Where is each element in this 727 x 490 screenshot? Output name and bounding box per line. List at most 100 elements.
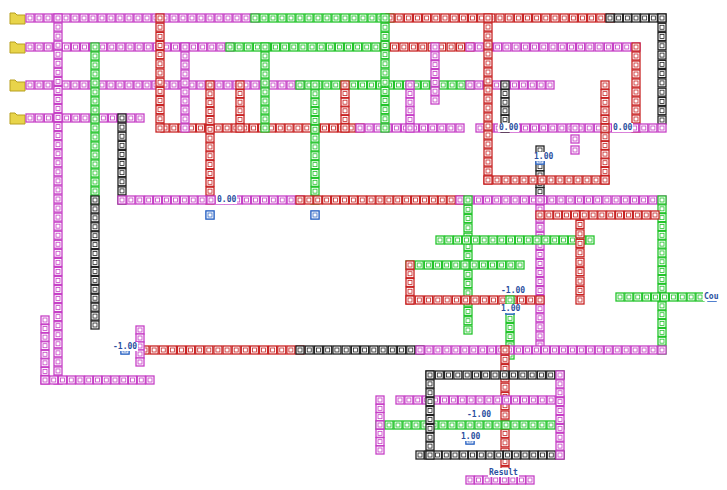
cell-dot xyxy=(538,316,542,320)
cell-dot xyxy=(93,189,97,193)
cell-dot xyxy=(263,63,267,67)
wire-cell xyxy=(332,196,340,204)
cell-dot xyxy=(307,348,311,352)
wire-cell xyxy=(612,196,620,204)
cell-dot xyxy=(408,281,412,285)
cell-dot xyxy=(505,45,509,49)
wire-cell xyxy=(496,14,504,22)
cell-dot xyxy=(456,373,460,377)
cell-dot xyxy=(263,99,267,103)
wire-cell xyxy=(26,14,34,22)
cell-dot xyxy=(93,117,97,121)
cell-dot xyxy=(343,83,347,87)
wire-cell xyxy=(484,122,492,130)
cell-dot xyxy=(471,453,475,457)
cell-dot xyxy=(464,298,468,302)
wire-cell xyxy=(538,176,546,184)
wire-cell xyxy=(601,133,609,141)
cell-dot xyxy=(408,263,412,267)
cell-dot xyxy=(427,298,431,302)
cell-dot xyxy=(372,348,376,352)
wire-cell xyxy=(434,261,442,269)
wire-cell xyxy=(658,346,666,354)
cell-dot xyxy=(578,232,582,236)
cell-dot xyxy=(56,369,60,373)
cell-dot xyxy=(93,225,97,229)
cell-dot xyxy=(603,100,607,104)
cell-dot xyxy=(434,16,438,20)
cell-dot xyxy=(427,348,431,352)
wire-cell xyxy=(125,14,133,22)
wire-cell xyxy=(54,150,62,158)
cell-dot xyxy=(358,126,362,130)
cell-dot xyxy=(526,348,530,352)
cell-dot xyxy=(588,45,592,49)
wire-cell xyxy=(554,211,562,219)
cell-dot xyxy=(37,116,41,120)
wire-cell xyxy=(305,346,313,354)
wire-cell xyxy=(91,267,99,275)
wire-cell xyxy=(632,70,640,78)
cell-dot xyxy=(511,478,515,482)
wire-cell xyxy=(503,43,511,51)
wire-cell xyxy=(489,236,497,244)
cell-dot xyxy=(476,198,480,202)
cell-dot xyxy=(660,25,664,29)
wire-cell xyxy=(196,346,204,354)
wire-cell xyxy=(118,132,126,140)
cell-dot xyxy=(252,348,256,352)
cell-dot xyxy=(208,101,212,105)
wire-cell xyxy=(409,43,417,51)
wire-cell xyxy=(658,258,666,266)
wire-cell xyxy=(168,346,176,354)
cell-dot xyxy=(521,373,525,377)
wire-cell xyxy=(41,376,49,384)
cell-dot xyxy=(538,225,542,229)
cell-dot xyxy=(540,423,544,427)
wire-cell xyxy=(41,325,49,333)
wire-cell xyxy=(261,43,269,51)
wire-cell xyxy=(632,88,640,96)
wire-cell xyxy=(91,79,99,87)
cell-dot xyxy=(496,398,500,402)
cell-dot xyxy=(93,252,97,256)
wire-cell xyxy=(296,81,304,89)
wire-cell xyxy=(206,143,214,151)
cell-dot xyxy=(551,126,555,130)
cell-dot xyxy=(512,83,516,87)
cell-dot xyxy=(208,171,212,175)
cell-dot xyxy=(408,100,412,104)
wire-cell xyxy=(571,135,579,143)
wire-cell xyxy=(484,149,492,157)
cell-dot xyxy=(533,126,537,130)
cell-dot xyxy=(56,315,60,319)
cell-dot xyxy=(494,478,498,482)
cell-dot xyxy=(396,198,400,202)
wire-cell xyxy=(524,14,532,22)
cell-dot xyxy=(313,110,317,114)
wire-cell xyxy=(62,14,70,22)
wire-cell xyxy=(406,90,414,98)
wire-cell xyxy=(236,98,244,106)
cell-dot xyxy=(484,373,488,377)
wire-cell xyxy=(484,14,492,22)
cell-dot xyxy=(558,382,562,386)
wire-cell xyxy=(91,61,99,69)
wire-cell xyxy=(368,14,376,22)
cell-dot xyxy=(524,126,528,130)
cell-dot xyxy=(93,162,97,166)
wire-cell xyxy=(493,176,501,184)
cell-dot xyxy=(414,198,418,202)
wire-cell xyxy=(658,240,666,248)
cell-dot xyxy=(367,126,371,130)
cell-dot xyxy=(459,83,463,87)
wire-cell xyxy=(439,421,447,429)
cell-dot xyxy=(263,72,267,76)
wire-cell xyxy=(460,451,468,459)
cell-dot xyxy=(131,378,135,382)
wire-cell xyxy=(658,124,666,132)
wire-cell xyxy=(506,314,514,322)
cell-dot xyxy=(400,348,404,352)
wire-cell xyxy=(94,376,102,384)
cell-dot xyxy=(486,97,490,101)
